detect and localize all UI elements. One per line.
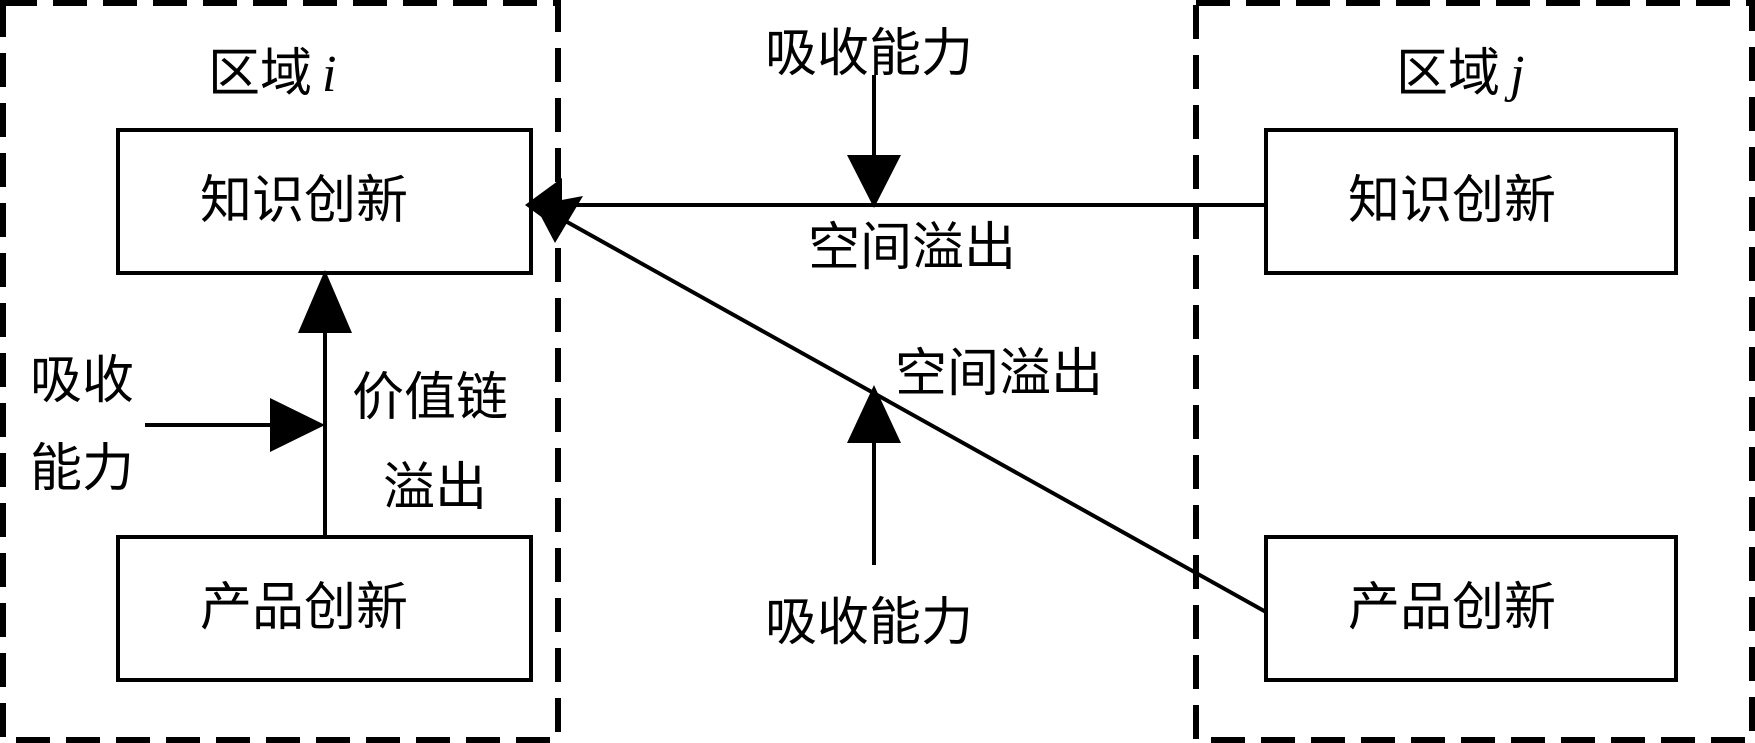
region-j-title-text: 区域 (1396, 44, 1501, 104)
box-j-knowledge (1264, 128, 1678, 275)
box-i-product-label: 产品创新 (200, 578, 409, 638)
value-chain-line1: 价值链 (352, 368, 509, 428)
arrowhead-diagonal (535, 196, 583, 243)
box-i-knowledge-label: 知识创新 (200, 171, 409, 231)
value-chain-line2: 溢出 (383, 458, 488, 518)
region-i-var: i (322, 46, 337, 103)
spillover-mid-label: 空间溢出 (895, 344, 1104, 404)
arrowhead-absorb-top (847, 155, 901, 208)
absorb-capacity-top-label: 吸收能力 (765, 24, 974, 84)
region-j-border (1193, 0, 1755, 743)
arrowhead-value-chain (298, 270, 352, 333)
absorb-capacity-left-line2: 能力 (30, 439, 135, 499)
spillover-top-label: 空间溢出 (808, 218, 1017, 278)
box-j-product-label: 产品创新 (1348, 578, 1557, 638)
spillover-diagonal-arrow (559, 216, 1267, 614)
region-i-border (0, 0, 561, 743)
absorb-capacity-left-line1: 吸收 (30, 351, 135, 411)
box-j-knowledge-label: 知识创新 (1348, 171, 1557, 231)
box-j-product (1264, 535, 1678, 682)
box-i-product (116, 535, 533, 682)
arrowhead-absorb-bottom (847, 385, 901, 443)
box-i-knowledge (116, 128, 533, 275)
region-i-title-text: 区域 (208, 44, 313, 104)
region-j-var: j (1510, 46, 1525, 103)
absorb-capacity-bottom-label: 吸收能力 (765, 593, 974, 653)
arrowhead-absorb-left (270, 398, 325, 452)
